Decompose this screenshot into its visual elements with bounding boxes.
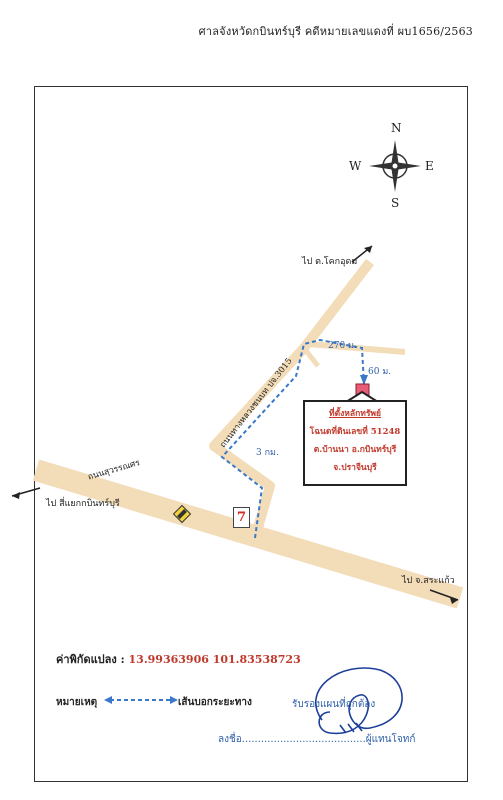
direction-khok-udom: ไป ต.โคกอุดม bbox=[302, 257, 358, 267]
distance-3km: 3 กม. bbox=[256, 448, 279, 458]
compass-south-label: S bbox=[391, 196, 400, 210]
route-arrow-head bbox=[360, 375, 368, 385]
coordinates-value: 13.99363906 101.83538723 bbox=[128, 653, 301, 666]
seven-eleven-icon: 7 bbox=[233, 507, 250, 528]
property-deed: โฉนดที่ดินเลขที่ 51248 bbox=[309, 427, 401, 437]
main-road bbox=[32, 459, 464, 609]
compass-north-label: N bbox=[391, 121, 402, 135]
sign-line: ลงชื่อ..................................… bbox=[218, 734, 416, 745]
signature-scribble bbox=[315, 667, 403, 734]
coordinates-label: ค่าพิกัดแปลง : bbox=[56, 653, 125, 666]
direction-kabinburi-junction: ไป สี่แยกกบินทร์บุรี bbox=[46, 499, 120, 509]
compass-west-label: W bbox=[349, 159, 362, 173]
property-district: ต.บ้านนา อ.กบินทร์บุรี bbox=[313, 445, 397, 455]
coordinates: ค่าพิกัดแปลง : 13.99363906 101.83538723 bbox=[56, 650, 301, 668]
traffic-light-icon bbox=[172, 504, 192, 524]
arrow-sa-kaeo-icon bbox=[429, 589, 459, 601]
distance-270m: 270 ม. bbox=[328, 341, 357, 351]
map-frame bbox=[34, 86, 468, 782]
side-spur bbox=[302, 346, 320, 368]
distance-60m: 60 ม. bbox=[368, 367, 392, 377]
property-title: ที่ตั้งหลักทรัพย์ bbox=[329, 409, 381, 419]
compass-rose-icon bbox=[369, 140, 421, 192]
infobox-pointer bbox=[345, 390, 379, 403]
legend-label: หมายเหตุ bbox=[56, 697, 98, 708]
route-dashed bbox=[220, 338, 365, 539]
legend-route-desc: เส้นบอกระยะทาง bbox=[178, 697, 252, 708]
rural-road bbox=[209, 258, 374, 540]
certify-text: รับรองแผนที่ถูกต้อง bbox=[292, 699, 376, 710]
compass-east-label: E bbox=[425, 159, 434, 173]
court-case-header: ศาลจังหวัดกบินทร์บุรี คดีหมายเลขแดงที่ ผ… bbox=[198, 25, 473, 38]
property-province: จ.ปราจีนบุรี bbox=[333, 463, 377, 473]
direction-sa-kaeo: ไป จ.สระแก้ว bbox=[402, 576, 455, 586]
side-road bbox=[307, 341, 406, 355]
property-info-box: ที่ตั้งหลักทรัพย์ โฉนดที่ดินเลขที่ 51248… bbox=[303, 400, 407, 486]
